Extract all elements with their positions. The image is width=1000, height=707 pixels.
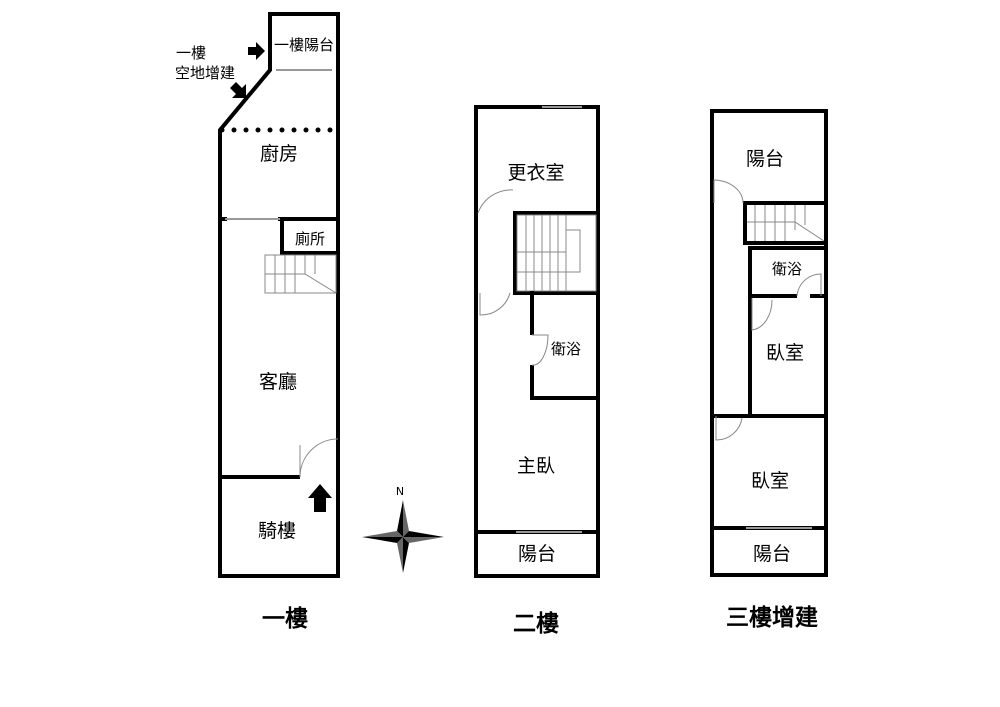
bath-wall: [530, 291, 600, 400]
note-text: 一樓: [176, 44, 206, 62]
door: [713, 179, 744, 204]
floor-2-outer-wall: [474, 105, 600, 578]
room-label: 一樓陽台: [274, 36, 334, 54]
bath-wall: [748, 246, 828, 418]
north-label: N: [396, 485, 404, 498]
room-label: 廚房: [260, 142, 298, 165]
floor-1-outer-wall: [218, 12, 340, 578]
door: [796, 273, 822, 297]
floor-title: 三樓增建: [726, 604, 818, 631]
stairs: [747, 205, 825, 242]
floor-title: 一樓: [262, 606, 308, 632]
note-text: 空地增建: [175, 64, 235, 82]
door: [299, 438, 339, 478]
floor-2-plan: 更衣室 衛浴 主臥 陽台 二樓: [474, 105, 600, 637]
wall: [513, 211, 600, 295]
stairs: [516, 214, 597, 292]
floor-3-outer-wall: [710, 109, 828, 577]
compass-icon: N: [362, 485, 444, 573]
room-label: 主臥: [517, 455, 555, 477]
room-label: 廁所: [295, 230, 325, 248]
room-label: 陽台: [753, 543, 791, 565]
toilet-wall: [280, 217, 340, 255]
arrow-right-icon: [248, 42, 265, 60]
floor-title: 二樓: [513, 611, 559, 637]
door: [477, 189, 514, 214]
room-label: 更衣室: [507, 162, 564, 184]
door: [531, 334, 549, 366]
door: [479, 292, 511, 316]
room-label: 陽台: [746, 148, 784, 170]
floor-1-plan: 一樓 空地增建 一樓陽台 廚房 廁所 客廳 騎樓 一樓: [175, 12, 340, 632]
arrow-down-right-icon: [230, 82, 246, 98]
door: [715, 416, 743, 441]
room-label: 客廳: [259, 371, 297, 393]
room-label: 臥室: [751, 470, 789, 492]
door: [751, 298, 773, 331]
floor-3-plan: 陽台 衛浴 臥室 臥室 陽台 三樓增建: [710, 109, 828, 631]
room-label: 騎樓: [258, 520, 296, 542]
stairs: [264, 254, 337, 294]
entrance-arrow-icon: [308, 484, 332, 512]
room-label: 衛浴: [551, 340, 581, 358]
room-label: 陽台: [518, 543, 556, 565]
room-label: 臥室: [766, 342, 804, 364]
room-label: 衛浴: [772, 260, 802, 278]
wall: [743, 201, 828, 245]
